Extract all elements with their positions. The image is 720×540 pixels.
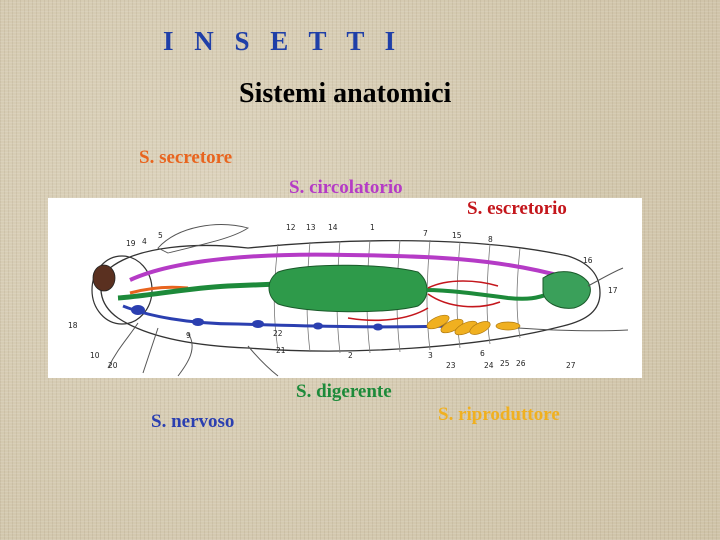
label-circulatory-system: S. circolatorio	[289, 177, 403, 198]
hindgut	[425, 288, 549, 301]
ovarioles	[426, 314, 521, 336]
slide-title: I N S E T T I	[163, 26, 403, 56]
diagram-number-8: 8	[488, 235, 493, 244]
slide-subtitle: Sistemi anatomici	[239, 78, 452, 109]
ovipositor	[517, 327, 629, 332]
diagram-number-17: 17	[608, 286, 618, 295]
dorsal-vessel	[129, 252, 569, 282]
diagram-number-14: 14	[328, 223, 338, 232]
diagram-number-26: 26	[516, 359, 526, 368]
compound-eye	[92, 264, 116, 292]
diagram-number-13: 13	[306, 223, 316, 232]
diagram-number-7: 7	[423, 229, 428, 238]
malpighian-tubules	[347, 280, 501, 322]
diagram-number-4: 4	[142, 237, 147, 246]
diagram-number-6: 6	[480, 349, 485, 358]
label-digestive-system: S. digerente	[296, 381, 392, 402]
diagram-number-2: 2	[348, 351, 353, 360]
diagram-number-1: 1	[370, 223, 375, 232]
diagram-number-16: 16	[583, 256, 593, 265]
diagram-number-3: 3	[428, 351, 433, 360]
diagram-number-5: 5	[158, 231, 163, 240]
diagram-number-15: 15	[452, 231, 462, 240]
foregut	[117, 281, 279, 301]
label-secretory-system: S. secretore	[139, 147, 233, 168]
label-nervous-system: S. nervoso	[151, 411, 235, 432]
cercus	[587, 267, 624, 287]
diagram-numbers: 19 4 5 12 13 14 1 7 15 8 16 17 18 10 20 …	[68, 223, 618, 370]
insect-anatomy-diagram: 19 4 5 12 13 14 1 7 15 8 16 17 18 10 20 …	[48, 198, 642, 378]
diagram-number-19: 19	[126, 239, 136, 248]
salivary-gland	[129, 285, 189, 295]
ventral-nerve-cord	[122, 304, 449, 329]
wing-base	[157, 224, 250, 254]
diagram-number-25: 25	[500, 359, 510, 368]
diagram-number-27: 27	[566, 361, 576, 370]
ganglia	[131, 305, 383, 331]
diagram-number-18: 18	[68, 321, 78, 330]
diagram-number-9: 9	[186, 331, 191, 340]
label-excretory-system: S. escretorio	[467, 198, 567, 219]
diagram-number-24: 24	[484, 361, 494, 370]
diagram-number-21: 21	[276, 346, 286, 355]
rectum	[542, 271, 591, 309]
crop-midgut	[268, 264, 428, 313]
diagram-number-23: 23	[446, 361, 456, 370]
diagram-number-22: 22	[273, 329, 283, 338]
diagram-number-12: 12	[286, 223, 296, 232]
label-reproductive-system: S. riproduttore	[438, 404, 560, 425]
legs	[107, 322, 279, 377]
diagram-number-20: 20	[108, 361, 118, 370]
insect-body-outline	[100, 239, 601, 352]
diagram-number-10: 10	[90, 351, 100, 360]
